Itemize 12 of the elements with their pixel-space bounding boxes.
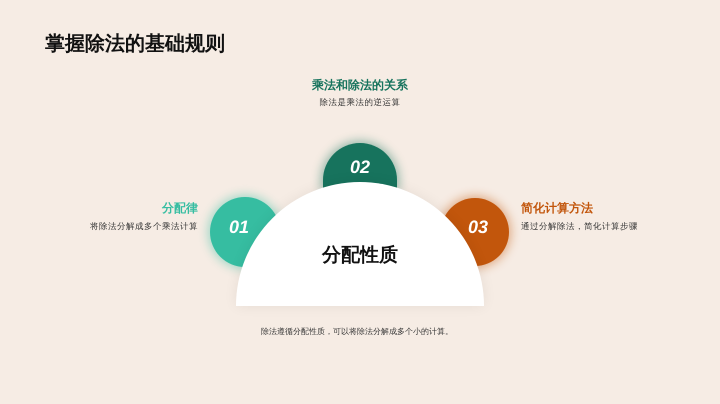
step-heading: 乘法和除法的关系 — [312, 78, 408, 92]
step-description: 通过分解除法，简化计算步骤 — [521, 222, 638, 232]
center-label: 分配性质 — [322, 244, 398, 266]
step-heading: 分配律 — [162, 200, 198, 216]
note-text: 除法遵循分配性质，可以将除法分解成多个小的计算。 — [261, 327, 453, 337]
step-number: 03 — [468, 217, 488, 239]
step-number: 01 — [228, 217, 250, 239]
step-heading: 简化计算方法 — [521, 200, 593, 216]
step-description: 将除法分解成多个乘法计算 — [90, 222, 198, 232]
step-description: 除法是乘法的逆运算 — [320, 98, 400, 108]
step-number: 02 — [350, 157, 370, 179]
title: 掌握除法的基础规则 — [45, 31, 225, 55]
